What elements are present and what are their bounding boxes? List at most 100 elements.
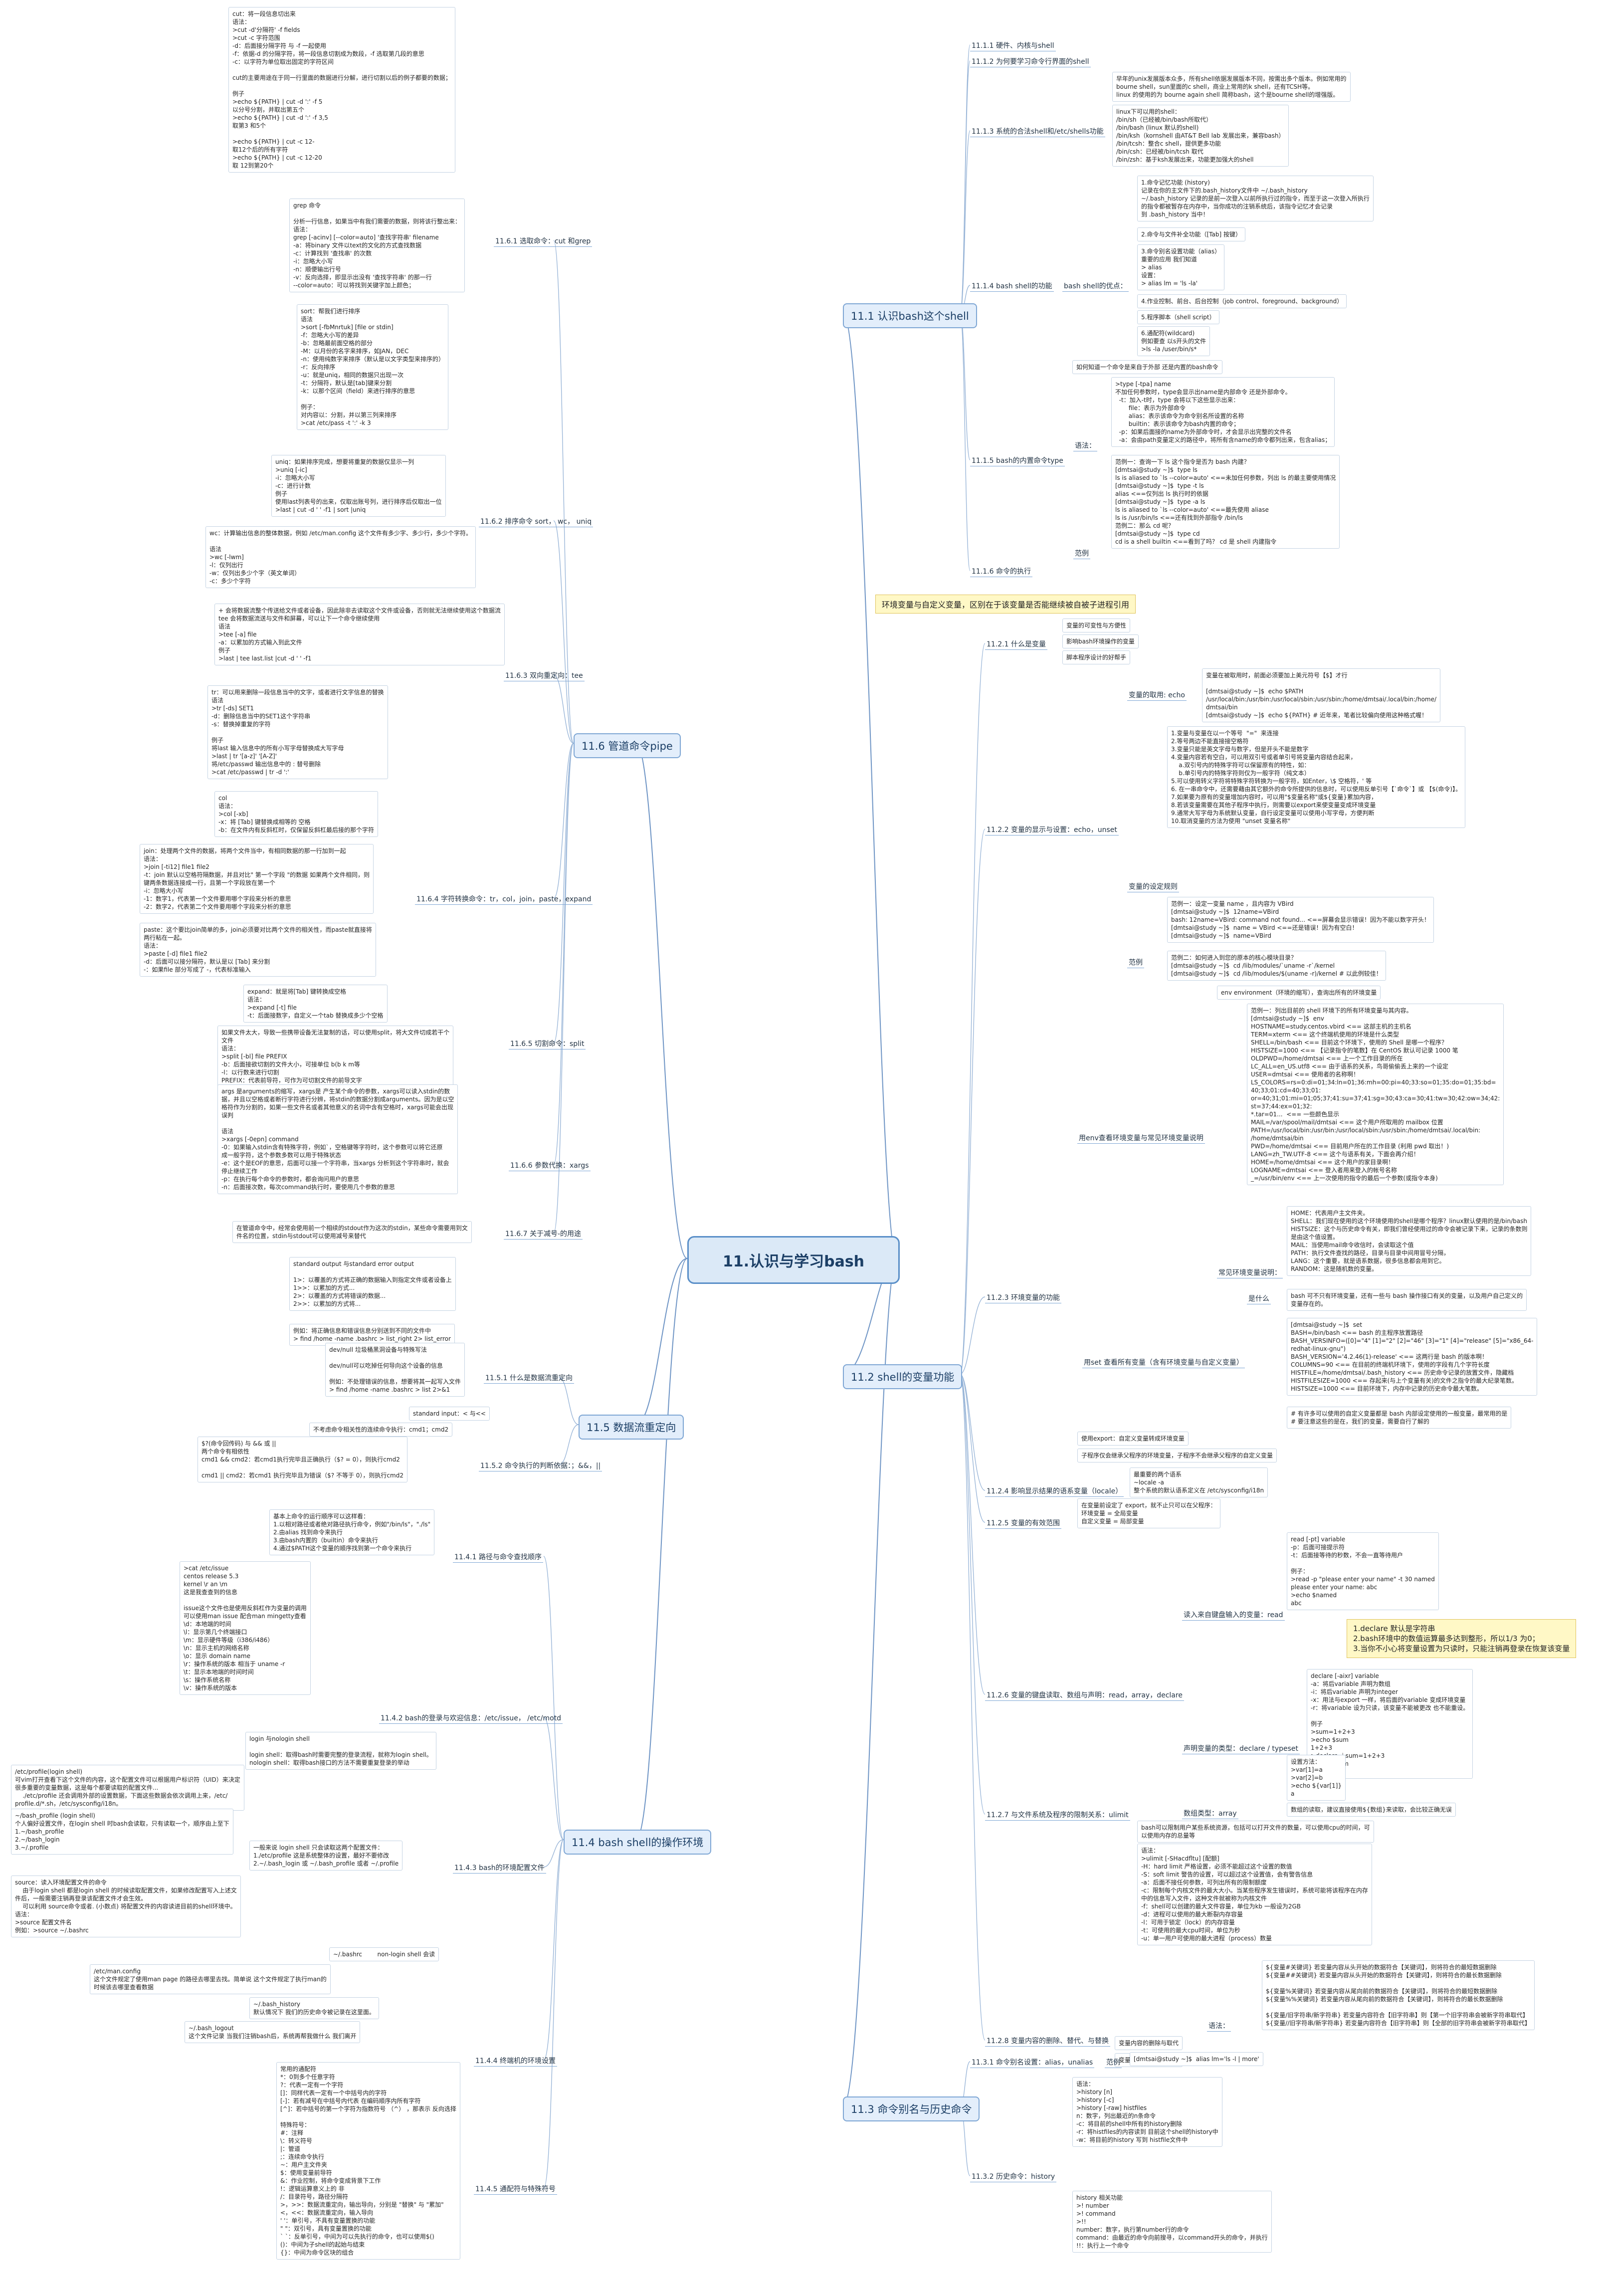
note-set-extra: # 有许多可以使用的自定义变量都是 bash 内部设定使用的一般变量，最常用的是…: [1287, 1407, 1512, 1429]
root-node[interactable]: 11.认识与学习bash: [687, 1236, 900, 1284]
note-set-output: [dmtsai@study ~]$ set BASH=/bin/bash <==…: [1287, 1318, 1538, 1396]
note-grep: grep 命令 分析一行信息，如果当中有我们需要的数据，则将该行整出来： 语法：…: [289, 199, 465, 292]
topic-11-6-3[interactable]: 11.6.3 双向重定向：tee: [504, 670, 585, 681]
note-bashrc: ~/.bashrc non-login shell 会读: [329, 1947, 439, 1961]
note-history-bang: history 相关功能 >! number >! command >!! nu…: [1072, 2191, 1272, 2253]
note-var-env: 影响bash环境操作的变量: [1062, 634, 1139, 648]
note-job-feature: 4.作业控制、前台、后台控制（job control、foreground、ba…: [1137, 294, 1347, 308]
note-login-shell: login 与nologin shell login shell：取得bash时…: [245, 1732, 436, 1770]
note-script-feature: 5.程序脚本（shell script）: [1137, 310, 1219, 324]
note-type-syntax: >type [-tpa] name 不加任何参数时，type会显示出name是内…: [1111, 377, 1335, 447]
note-tee: + 会将数据流整个传送给文件或者设备，因此除非去读取这个文件或设备，否则就无法继…: [214, 604, 505, 665]
topic-11-6-2[interactable]: 11.6.2 排序命令 sort， wc， uniq: [479, 516, 594, 527]
note-export: 使用export：自定义变量转成环境变量: [1077, 1432, 1189, 1446]
topic-11-2-2[interactable]: 11.2.2 变量的显示与设置：echo，unset: [985, 824, 1119, 835]
note-man-config: /etc/man.config 这个文件规定了使用man page 的路径去哪里…: [90, 1964, 331, 1994]
topic-11-6-5[interactable]: 11.6.5 切割命令：split: [509, 1038, 586, 1049]
topic-11-4-3[interactable]: 11.4.3 bash的环境配置文件: [453, 1862, 546, 1874]
note-read: read [-pt] variable -p：后面可接提示符 -t：后面接等待的…: [1287, 1532, 1439, 1610]
note-tips: 子程序仅会继承父程序的环境变量，子程序不会继承父程序的自定义变量: [1077, 1449, 1277, 1462]
note-bash-profile: ~/bash_profile (login shell) 个人偏好设置文件，在l…: [11, 1809, 233, 1855]
note-issue: >cat /etc/issue centos release 5.3 kerne…: [180, 1561, 311, 1695]
label-read: 读入来自键盘输入的变量：read: [1182, 1609, 1285, 1621]
topic-11-1-2[interactable]: 11.1.2 为何要学习命令行界面的shell: [970, 56, 1091, 67]
topic-11-2-8[interactable]: 11.2.8 变量内容的删除、替代、与替换: [985, 2035, 1110, 2047]
topic-11-3-2[interactable]: 11.3.2 历史命令：history: [970, 2171, 1057, 2182]
note-redirect: standard output 与standard error output 1…: [289, 1257, 456, 1311]
topic-11-4-4[interactable]: 11.4.4 终端机的环境设置: [474, 2055, 557, 2067]
topic-11-5-2[interactable]: 11.5.2 命令执行的判断依据：；&&，||: [479, 1460, 602, 1471]
note-type-example: 范例一：查询一下 ls 这个指令是否为 bash 内建？ [dmtsai@stu…: [1111, 455, 1340, 549]
note-login-reads: 一般来说 login shell 只会读取这两个配置文件： 1./etc/pro…: [249, 1841, 403, 1871]
note-and-or: $?(命令回传码) 与 && 或 || 两个命令有相依性 cmd1 && cmd…: [198, 1437, 407, 1482]
note-source: source：读入环境配置文件的命令 由于login shell 都是login…: [11, 1876, 241, 1937]
note-var-script: 脚本程序设计的好帮手: [1062, 650, 1131, 664]
topic-11-2-7[interactable]: 11.2.7 与文件系统及程序的限制关系：ulimit: [985, 1809, 1130, 1821]
note-wc: wc：计算输出信息的整体数据，例如 /etc/man.config 这个文件有多…: [205, 526, 476, 588]
branch-11-6[interactable]: 11.6 管道命令pipe: [574, 733, 681, 758]
topic-11-3-1[interactable]: 11.3.1 命令别名设置：alias，unalias: [970, 2057, 1095, 2068]
note-echo: 变量在被取用时，前面必须要加上美元符号【$】才行 [dmtsai@study ~…: [1202, 668, 1441, 722]
topic-11-2-1[interactable]: 11.2.1 什么是变量: [985, 638, 1047, 650]
note-unset-example: 范例一：设定一变量 name ，且内容为 VBird [dmtsai@study…: [1167, 897, 1434, 943]
note-env-output: 范例一：列出目前的 shell 环境下的所有环境变量与其内容。 [dmtsai@…: [1247, 1004, 1504, 1185]
branch-11-5[interactable]: 11.5 数据流重定向: [579, 1415, 684, 1440]
topic-11-4-1[interactable]: 11.4.1 路径与命令查找顺序: [453, 1551, 543, 1563]
topic-11-4-2[interactable]: 11.4.2 bash的登录与欢迎信息：/etc/issue， /etc/mot…: [379, 1712, 563, 1724]
note-col: col 语法： >col [-xb] -x：将 [Tab] 键替换成相等的 空格…: [214, 791, 378, 837]
note-sort: sort：帮我们进行排序 语法 >sort [-fbMnrtuk] [file …: [297, 304, 448, 430]
note-path-order: 基本上命令的运行顺序可以这样看： 1.以相对路径或者绝对路径执行命令，例如"/b…: [269, 1509, 435, 1555]
branch-11-2[interactable]: 11.2 shell的变量功能: [843, 1364, 963, 1389]
note-ulimit: bash可以限制用户某些系统资源，包括可以打开文件的数量，可以使用cpu的时间，…: [1137, 1821, 1374, 1843]
note-cmd-seq: 不考虑命令相关性的连续命令执行：cmd1；cmd2: [309, 1423, 453, 1437]
note-dash: 在管道命令中，经常会使用前一个相续的stdout作为这次的stdin，某些命令需…: [232, 1221, 472, 1243]
topic-11-4-5[interactable]: 11.4.5 通配符与特殊符号: [474, 2183, 557, 2195]
note-alias-feature: 3.命令别名设置功能（alias） 重要的应用 我们知道 > alias 设置：…: [1137, 244, 1225, 290]
note-uniq: uniq：如果排序完成，想要将重复的数据仅显示一列 >uniq [-ic] -i…: [271, 455, 446, 517]
note-array: 设置方法： >var[1]=a >var[2]=b >echo ${var[1]…: [1287, 1755, 1346, 1801]
note-tab-feature: 2.命令与文件补全功能（[Tab] 按键）: [1137, 227, 1245, 241]
note-delete-replace: 变量内容的删除与取代: [1115, 2036, 1183, 2050]
label-echo: 变量的取用: echo: [1127, 689, 1187, 701]
label-set-what: 是什么: [1247, 1293, 1271, 1304]
note-type-intro: 如何知道一个命令是来自于外部 还是内置的bash命令: [1072, 360, 1222, 374]
topic-11-1-1[interactable]: 11.1.1 硬件、内核与shell: [970, 40, 1056, 51]
note-cut: cut：将一段信息切出来 语法： >cut -d'分隔符' -f fields …: [228, 7, 455, 173]
label-delete-syntax: 语法：: [1207, 2020, 1231, 2032]
topic-11-6-7[interactable]: 11.6.7 关于减号-的用途: [504, 1228, 583, 1240]
note-tr: tr：可以用来删除一段信息当中的文字，或者进行文字信息的替换 语法 >tr [-…: [207, 685, 388, 779]
label-setting-rules: 变量的设定规则: [1127, 881, 1179, 892]
topic-11-2-6[interactable]: 11.2.6 变量的键盘读取、数组与声明：read，array，declare: [985, 1689, 1184, 1701]
note-array-tip: 数组的读取，建议直接使用${数组}来读取，会比较正确无误: [1287, 1803, 1456, 1817]
topic-11-2-3[interactable]: 11.2.3 环境变量的功能: [985, 1292, 1061, 1303]
topic-11-6-4[interactable]: 11.6.4 字符转换命令：tr，col，join，paste，expand: [415, 893, 593, 905]
note-wildcard-feature: 6.通配符(wildcard) 例如要查 以s开头的文件 >ls -la /us…: [1137, 326, 1210, 356]
note-shell-history: 早年的unix发展版本众多，所有shell依据发展版本不同，按需出多个版本。例如…: [1112, 72, 1351, 102]
note-alias-example: [dmtsai@study ~]$ alias lm='ls -l | more…: [1130, 2052, 1263, 2066]
topic-11-6-6[interactable]: 11.6.6 参数代换：xargs: [509, 1160, 591, 1171]
note-history-feature: 1.命令记忆功能 (history) 记录在你的主文件下的.bash_histo…: [1137, 176, 1374, 221]
topic-11-2-4[interactable]: 11.2.4 影响显示结果的语系变量（locale）: [985, 1485, 1124, 1497]
topic-11-6-1[interactable]: 11.6.1 选取命令：cut 和grep: [494, 235, 593, 247]
label-set: 用set 查看所有变量（含有环境变量与自定义变量）: [1082, 1357, 1245, 1368]
callout-declare-notes: 1.declare 默认是字符串 2.bash环境中的数值运算最多达到整形，所以…: [1347, 1619, 1577, 1658]
note-dev-null: dev/null 垃圾桶黑洞设备与特殊写法 dev/null可以吃掉任何导向这个…: [325, 1343, 465, 1397]
branch-11-1[interactable]: 11.1 认识bash这个shell: [843, 303, 977, 328]
note-etc-profile: /etc/profile(login shell) 可vim打开查看下这个文件的…: [11, 1765, 244, 1811]
note-xargs: args 是arguments的缩写，xargs是 产生某个命令的参数，xarg…: [217, 1084, 458, 1194]
topic-11-1-6[interactable]: 11.1.6 命令的执行: [970, 566, 1032, 577]
label-declare: 声明变量的类型：declare / typeset: [1182, 1743, 1300, 1754]
topic-11-1-5[interactable]: 11.1.5 bash的内置命令type: [970, 455, 1065, 466]
label-bash-features: bash shell的优点：: [1062, 280, 1129, 292]
note-join: join：处理两个文件的数据，将两个文件当中，有相同数据的那一行加到一起 语法：…: [140, 844, 374, 914]
topic-11-1-3[interactable]: 11.1.3 系统的合法shell和/etc/shells功能: [970, 126, 1105, 137]
note-delete-syntax: ${变量#关键词} 若变量内容从头开始的数据符合【关键词】，则将符合的最短数据删…: [1262, 1960, 1535, 2030]
topic-11-2-5[interactable]: 11.2.5 变量的有效范围: [985, 1517, 1061, 1529]
label-type-example: 范例: [1073, 548, 1090, 559]
branch-11-4[interactable]: 11.4 bash shell的操作环境: [564, 1830, 712, 1855]
note-history-syntax: 语法： >history [n] >history [-c] >history …: [1072, 2077, 1222, 2147]
topic-11-5-1[interactable]: 11.5.1 什么是数据流重定向: [484, 1372, 574, 1384]
note-ulimit-syntax: 语法： >ulimit [-SHacdfltu] [配额] -H：hard li…: [1137, 1844, 1372, 1945]
branch-11-3[interactable]: 11.3 命令别名与历史命令: [843, 2096, 980, 2121]
topic-11-1-4[interactable]: 11.1.4 bash shell的功能: [970, 280, 1054, 292]
